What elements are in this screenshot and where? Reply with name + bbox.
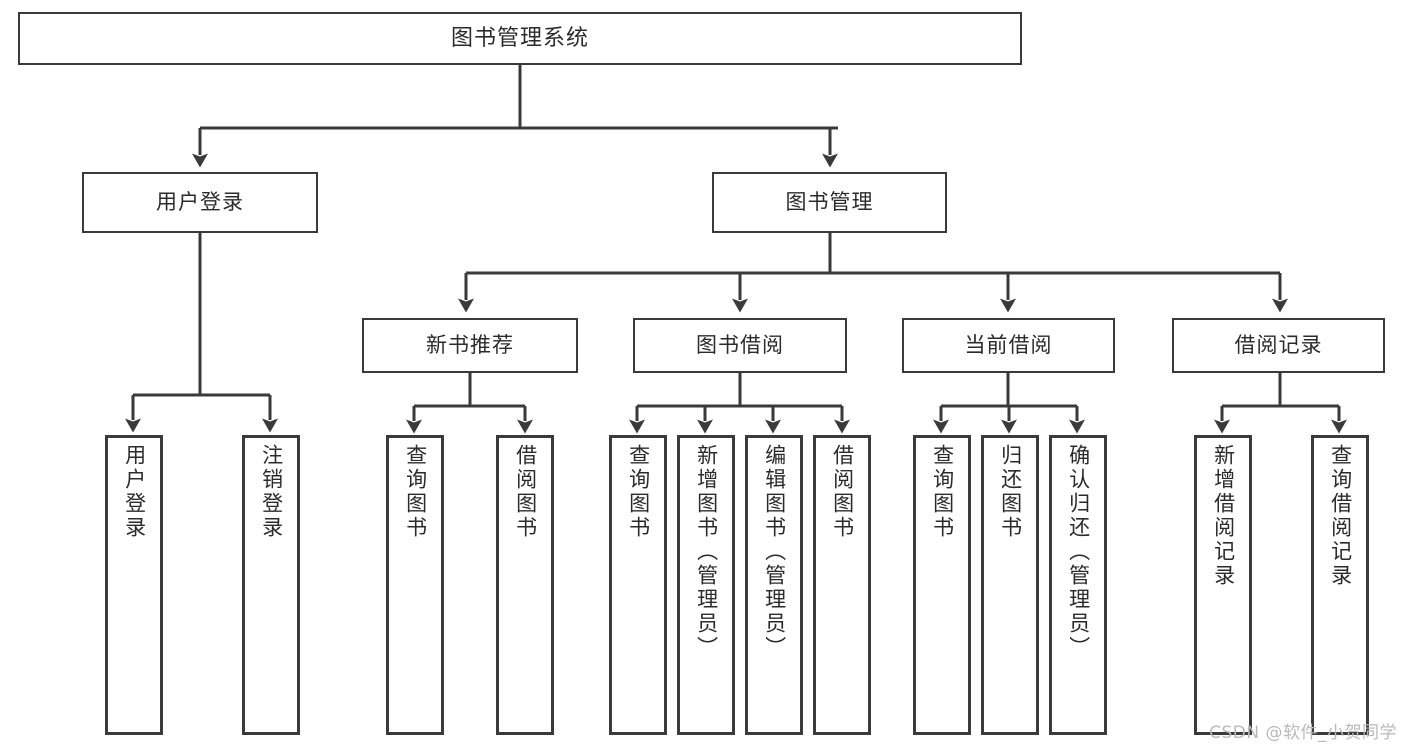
leaf-current-query-book[interactable]: 查询图书 [913, 435, 971, 735]
leaf-current-query-book-label: 查询图书 [930, 444, 955, 540]
node-root-system-label: 图书管理系统 [450, 25, 589, 51]
node-borrow-record-label: 借阅记录 [1234, 333, 1323, 358]
leaf-current-confirm-return-label: 确认归还（管理员） [1066, 444, 1091, 660]
node-book-borrow-label: 图书借阅 [696, 333, 784, 358]
leaf-recommend-borrow-book-label: 借阅图书 [513, 444, 538, 540]
node-new-book-recommend-label: 新书推荐 [426, 333, 514, 358]
node-root-system[interactable]: 图书管理系统 [18, 12, 1022, 65]
leaf-record-query-record[interactable]: 查询借阅记录 [1311, 435, 1369, 735]
leaf-borrow-edit-book-label: 编辑图书（管理员） [762, 444, 787, 660]
node-borrow-record[interactable]: 借阅记录 [1172, 318, 1385, 373]
node-user-login-label: 用户登录 [156, 190, 244, 215]
leaf-record-query-record-label: 查询借阅记录 [1328, 444, 1353, 588]
leaf-record-add-record-label: 新增借阅记录 [1211, 444, 1236, 588]
leaf-borrow-add-book-label: 新增图书（管理员） [694, 444, 719, 660]
leaf-recommend-borrow-book[interactable]: 借阅图书 [496, 435, 554, 735]
leaf-borrow-borrow-book-label: 借阅图书 [830, 444, 855, 540]
leaf-record-add-record[interactable]: 新增借阅记录 [1194, 435, 1252, 735]
node-new-book-recommend[interactable]: 新书推荐 [362, 318, 578, 373]
leaf-current-confirm-return[interactable]: 确认归还（管理员） [1049, 435, 1107, 735]
leaf-user-login[interactable]: 用户登录 [105, 435, 163, 735]
leaf-logout[interactable]: 注销登录 [242, 435, 300, 735]
node-user-login[interactable]: 用户登录 [82, 172, 318, 233]
leaf-borrow-borrow-book[interactable]: 借阅图书 [813, 435, 871, 735]
node-book-borrow[interactable]: 图书借阅 [633, 318, 847, 373]
node-current-borrow-label: 当前借阅 [964, 333, 1053, 358]
leaf-borrow-query-book[interactable]: 查询图书 [609, 435, 667, 735]
watermark: CSDN @软件_小贺同学 [1209, 723, 1397, 743]
node-book-management-label: 图书管理 [785, 190, 874, 215]
leaf-borrow-add-book[interactable]: 新增图书（管理员） [677, 435, 735, 735]
leaf-logout-label: 注销登录 [259, 444, 284, 540]
leaf-current-return-book[interactable]: 归还图书 [981, 435, 1039, 735]
node-book-management[interactable]: 图书管理 [712, 172, 947, 233]
leaf-user-login-label: 用户登录 [122, 444, 147, 540]
leaf-recommend-query-book[interactable]: 查询图书 [386, 435, 444, 735]
leaf-current-return-book-label: 归还图书 [998, 444, 1023, 540]
node-current-borrow[interactable]: 当前借阅 [902, 318, 1115, 373]
leaf-borrow-edit-book[interactable]: 编辑图书（管理员） [745, 435, 803, 735]
leaf-borrow-query-book-label: 查询图书 [626, 444, 651, 540]
leaf-recommend-query-book-label: 查询图书 [403, 444, 428, 540]
